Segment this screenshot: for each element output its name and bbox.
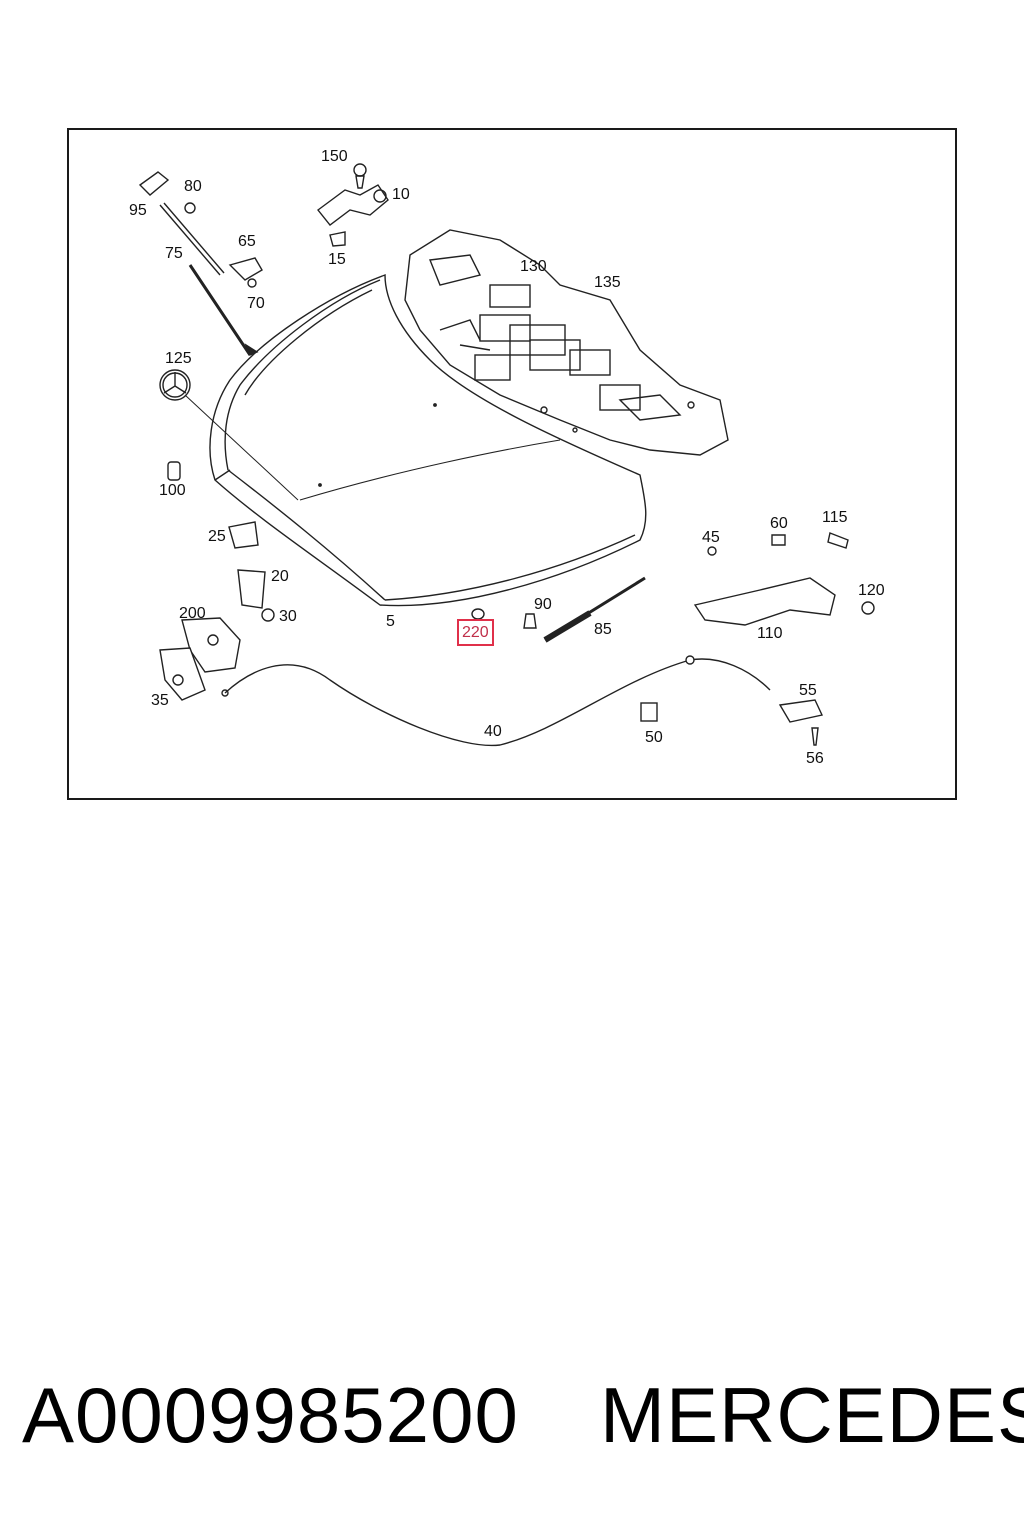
callout-130: 130 (520, 258, 547, 275)
callout-80: 80 (184, 178, 202, 195)
insulation-pad (404, 229, 729, 456)
callout-125: 125 (165, 350, 192, 367)
rod-holder (138, 171, 263, 356)
callout-15: 15 (328, 251, 346, 268)
handle-parts (640, 699, 824, 746)
callout-70: 70 (247, 295, 265, 312)
callout-220-highlighted: 220 (457, 619, 494, 646)
callout-135: 135 (594, 274, 621, 291)
callout-25: 25 (208, 528, 226, 545)
callout-85: 85 (594, 621, 612, 638)
callout-75: 75 (165, 245, 183, 262)
hood-lock (159, 617, 241, 701)
hood-hinge (316, 163, 389, 247)
callout-20: 20 (271, 568, 289, 585)
part-number: A0009985200 (22, 1371, 519, 1459)
callout-100: 100 (159, 482, 186, 499)
bracket-right (693, 532, 875, 626)
callout-150: 150 (321, 148, 348, 165)
diagram-frame (67, 128, 957, 800)
release-cable (221, 655, 771, 747)
callout-115: 115 (822, 509, 848, 526)
hood-panel (209, 274, 647, 607)
callout-120: 120 (858, 582, 885, 599)
callout-50: 50 (645, 729, 663, 746)
small-parts-left (167, 461, 275, 622)
callout-10: 10 (392, 186, 410, 203)
callout-200: 200 (179, 605, 206, 622)
gas-strut (523, 576, 646, 643)
callout-65: 65 (238, 233, 256, 250)
callout-5: 5 (386, 613, 395, 630)
callout-35: 35 (151, 692, 169, 709)
part-220-shape (471, 608, 485, 620)
callout-40: 40 (484, 723, 502, 740)
star-emblem (159, 369, 299, 501)
callout-60: 60 (770, 515, 788, 532)
callout-110: 110 (757, 625, 783, 642)
callout-45: 45 (702, 529, 720, 546)
callout-56: 56 (806, 750, 824, 767)
callout-30: 30 (279, 608, 297, 625)
callout-55: 55 (799, 682, 817, 699)
callout-95: 95 (129, 202, 147, 219)
footer: A0009985200 MERCEDES (0, 1370, 1024, 1470)
callout-90: 90 (534, 596, 552, 613)
brand-name: MERCEDES (600, 1371, 1024, 1459)
